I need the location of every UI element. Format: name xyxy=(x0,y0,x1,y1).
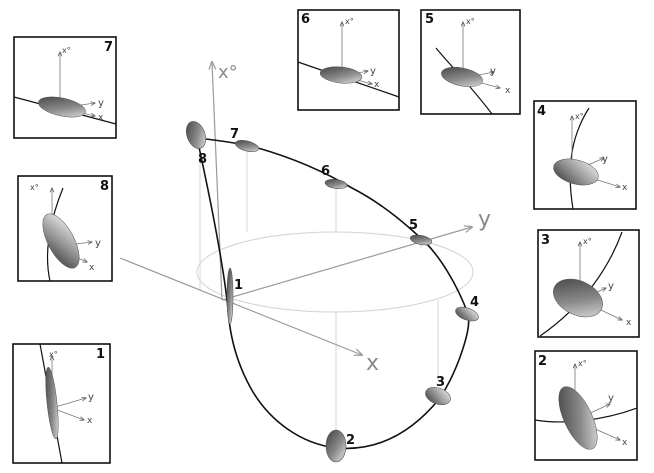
svg-text:x: x xyxy=(622,438,628,448)
svg-text:y: y xyxy=(490,66,496,77)
inset-label-1: 1 xyxy=(96,347,105,362)
disk-5 xyxy=(409,234,433,246)
svg-text:x: x xyxy=(98,113,104,123)
disk-2 xyxy=(325,429,347,463)
point-label-5: 5 xyxy=(409,218,418,233)
svg-text:x°: x° xyxy=(583,237,592,246)
disk-8 xyxy=(185,121,207,149)
svg-text:x: x xyxy=(505,86,511,96)
inset-7: x° y x 7 xyxy=(13,36,117,139)
point-label-1: 1 xyxy=(234,278,243,293)
disk-4 xyxy=(455,306,479,322)
inset-2: x° y x 2 xyxy=(534,350,638,461)
point-label-6: 6 xyxy=(321,164,330,179)
z-axis-label: x° xyxy=(218,62,238,83)
curve-disks xyxy=(185,121,479,463)
point-label-8: 8 xyxy=(198,152,207,167)
inset-6: x° y x 6 xyxy=(297,9,400,111)
inset-label-6: 6 xyxy=(301,12,310,27)
svg-text:x°: x° xyxy=(466,17,475,26)
svg-text:x°: x° xyxy=(575,112,584,121)
inset-label-8: 8 xyxy=(100,179,109,194)
z-axis-line xyxy=(212,62,223,301)
point-label-3: 3 xyxy=(436,375,445,390)
point-label-2: 2 xyxy=(346,433,355,448)
disk-6 xyxy=(324,178,348,190)
svg-text:y: y xyxy=(602,154,608,165)
svg-text:y: y xyxy=(608,281,614,292)
svg-text:y: y xyxy=(95,238,101,249)
inset-3: x° y x 3 xyxy=(537,229,640,338)
inset-1: x° y x 1 xyxy=(12,343,111,464)
y-axis-label: y xyxy=(478,207,491,232)
point-label-4: 4 xyxy=(470,295,479,310)
x-axis-label: x xyxy=(366,351,379,376)
inset-4: x° y x 4 xyxy=(533,100,637,210)
inset-label-3: 3 xyxy=(541,233,550,248)
svg-text:x: x xyxy=(626,318,632,328)
inset-5: x° y x 5 xyxy=(420,9,521,115)
disk-1 xyxy=(226,267,234,325)
main-axes xyxy=(119,62,472,355)
svg-text:x°: x° xyxy=(62,46,71,55)
base-ellipse xyxy=(196,231,474,313)
svg-text:x: x xyxy=(374,80,380,90)
svg-text:x°: x° xyxy=(345,17,354,26)
svg-text:y: y xyxy=(88,392,94,403)
disk-7 xyxy=(235,139,259,153)
inset-label-7: 7 xyxy=(104,40,113,55)
x-axis-line xyxy=(119,257,362,355)
point-label-7: 7 xyxy=(230,127,239,142)
main-plot: x y x° 1 2 3 4 5 6 7 8 xyxy=(119,62,491,463)
svg-text:x: x xyxy=(87,416,93,426)
disk-3 xyxy=(425,386,451,406)
point-labels: 1 2 3 4 5 6 7 8 xyxy=(198,127,479,448)
svg-text:x°: x° xyxy=(49,350,58,359)
inset-8: x° y x 8 xyxy=(17,175,113,282)
svg-text:x°: x° xyxy=(30,183,39,192)
guide-lines xyxy=(199,130,469,445)
inset-label-4: 4 xyxy=(537,104,546,119)
svg-text:y: y xyxy=(98,98,104,109)
trajectory-curve xyxy=(195,137,470,450)
svg-text:y: y xyxy=(370,66,376,77)
inset-label-2: 2 xyxy=(538,354,547,369)
inset-label-5: 5 xyxy=(425,12,434,27)
svg-text:x: x xyxy=(622,183,628,193)
svg-text:x: x xyxy=(89,263,95,273)
svg-text:x°: x° xyxy=(578,359,587,368)
svg-text:y: y xyxy=(608,393,614,404)
